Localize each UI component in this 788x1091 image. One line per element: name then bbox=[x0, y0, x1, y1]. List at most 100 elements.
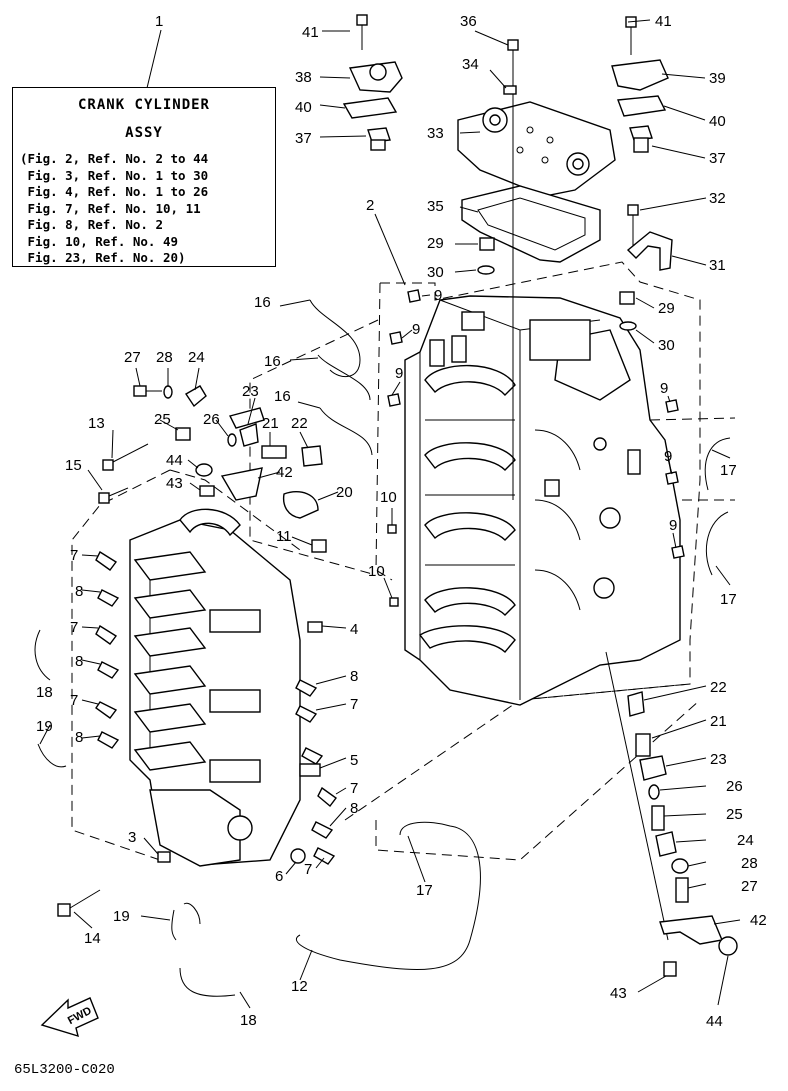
callout-26: 26 bbox=[203, 411, 220, 428]
callout-43: 43 bbox=[166, 475, 183, 492]
callout-40: 40 bbox=[709, 113, 726, 130]
callout-3: 3 bbox=[128, 829, 136, 846]
callout-43: 43 bbox=[610, 985, 627, 1002]
callout-34: 34 bbox=[462, 56, 479, 73]
callout-30: 30 bbox=[658, 337, 675, 354]
assembly-subtitle: ASSY bbox=[125, 125, 163, 141]
callout-25: 25 bbox=[726, 806, 743, 823]
figure-reference: Fig. 8, Ref. No. 2 bbox=[20, 217, 163, 232]
callout-15: 15 bbox=[65, 457, 82, 474]
callout-12: 12 bbox=[291, 978, 308, 995]
callout-18: 18 bbox=[240, 1012, 257, 1029]
callout-labels: 1 41 36 41 34 38 39 40 33 40 37 37 2 32 … bbox=[36, 13, 767, 1030]
callout-8: 8 bbox=[75, 653, 83, 670]
fwd-arrow: FWD bbox=[40, 997, 99, 1038]
callout-10: 10 bbox=[368, 563, 385, 580]
callout-24: 24 bbox=[737, 832, 754, 849]
callout-36: 36 bbox=[460, 13, 477, 30]
callout-41: 41 bbox=[302, 24, 319, 41]
figure-reference: Fig. 4, Ref. No. 1 to 26 bbox=[20, 184, 209, 199]
callout-8: 8 bbox=[75, 583, 83, 600]
callout-9: 9 bbox=[412, 321, 420, 338]
figure-reference: Fig. 23, Ref. No. 20) bbox=[20, 250, 186, 265]
figure-references: (Fig. 2, Ref. No. 2 to 44 Fig. 3, Ref. N… bbox=[13, 151, 275, 267]
callout-39: 39 bbox=[709, 70, 726, 87]
callout-24: 24 bbox=[188, 349, 205, 366]
callout-8: 8 bbox=[350, 800, 358, 817]
callout-7: 7 bbox=[70, 547, 78, 564]
callout-9: 9 bbox=[395, 365, 403, 382]
assembly-title-box: CRANK CYLINDER ASSY (Fig. 2, Ref. No. 2 … bbox=[12, 87, 276, 267]
callout-23: 23 bbox=[710, 751, 727, 768]
callout-17: 17 bbox=[720, 462, 737, 479]
callout-22: 22 bbox=[291, 415, 308, 432]
callout-7: 7 bbox=[350, 780, 358, 797]
callout-28: 28 bbox=[156, 349, 173, 366]
cover-gasket bbox=[461, 185, 601, 263]
callout-9: 9 bbox=[434, 287, 442, 304]
callout-25: 25 bbox=[154, 411, 171, 428]
callout-27: 27 bbox=[741, 878, 758, 895]
callout-22: 22 bbox=[710, 679, 727, 696]
dashed-outlines bbox=[71, 261, 736, 861]
callout-16: 16 bbox=[264, 353, 281, 370]
callout-7: 7 bbox=[70, 619, 78, 636]
callout-20: 20 bbox=[336, 484, 353, 501]
callout-13: 13 bbox=[88, 415, 105, 432]
callout-14: 14 bbox=[84, 930, 101, 947]
callout-16: 16 bbox=[254, 294, 271, 311]
figure-reference: Fig. 3, Ref. No. 1 to 30 bbox=[20, 167, 209, 183]
callout-1: 1 bbox=[155, 13, 163, 30]
callout-9: 9 bbox=[669, 517, 677, 534]
callout-7: 7 bbox=[350, 696, 358, 713]
callout-23: 23 bbox=[242, 383, 259, 400]
cylinder-block bbox=[404, 295, 681, 706]
callout-37: 37 bbox=[295, 130, 312, 147]
callout-7: 7 bbox=[304, 861, 312, 878]
callout-6: 6 bbox=[275, 868, 283, 885]
callout-35: 35 bbox=[427, 198, 444, 215]
callout-27: 27 bbox=[124, 349, 141, 366]
callout-42: 42 bbox=[750, 912, 767, 929]
callout-9: 9 bbox=[660, 380, 668, 397]
callout-19: 19 bbox=[36, 718, 53, 735]
callout-4: 4 bbox=[350, 621, 358, 638]
callout-44: 44 bbox=[706, 1013, 723, 1030]
callout-44: 44 bbox=[166, 452, 183, 469]
callout-2: 2 bbox=[366, 197, 374, 214]
callout-38: 38 bbox=[295, 69, 312, 86]
callout-28: 28 bbox=[741, 855, 758, 872]
callout-29: 29 bbox=[658, 300, 675, 317]
crankcase bbox=[129, 508, 301, 867]
callout-21: 21 bbox=[262, 415, 279, 432]
assembly-title: CRANK CYLINDER bbox=[77, 97, 210, 113]
figure-reference: Fig. 10, Ref. No. 49 bbox=[20, 233, 179, 249]
callout-30: 30 bbox=[427, 264, 444, 281]
callout-19: 19 bbox=[113, 908, 130, 925]
callout-11: 11 bbox=[276, 528, 292, 545]
callout-31: 31 bbox=[709, 257, 726, 274]
callout-21: 21 bbox=[710, 713, 727, 730]
callout-10: 10 bbox=[380, 489, 397, 506]
callout-17: 17 bbox=[416, 882, 433, 899]
callout-37: 37 bbox=[709, 150, 726, 167]
callout-8: 8 bbox=[350, 668, 358, 685]
callout-9: 9 bbox=[664, 448, 672, 465]
drawing-code: 65L3200-C020 bbox=[14, 1062, 115, 1078]
callout-33: 33 bbox=[427, 125, 444, 142]
cylinder-head-cover bbox=[457, 101, 616, 197]
callout-7: 7 bbox=[70, 692, 78, 709]
callout-18: 18 bbox=[36, 684, 53, 701]
callout-17: 17 bbox=[720, 591, 737, 608]
callout-16: 16 bbox=[274, 388, 291, 405]
callout-26: 26 bbox=[726, 778, 743, 795]
leader-lines bbox=[39, 19, 741, 1009]
figure-reference: (Fig. 2, Ref. No. 2 to 44 bbox=[20, 151, 209, 166]
callout-32: 32 bbox=[709, 190, 726, 207]
callout-5: 5 bbox=[350, 752, 358, 769]
figure-reference: Fig. 7, Ref. No. 10, 11 bbox=[20, 200, 201, 216]
callout-29: 29 bbox=[427, 235, 444, 252]
callout-42: 42 bbox=[276, 464, 293, 481]
callout-40: 40 bbox=[295, 99, 312, 116]
